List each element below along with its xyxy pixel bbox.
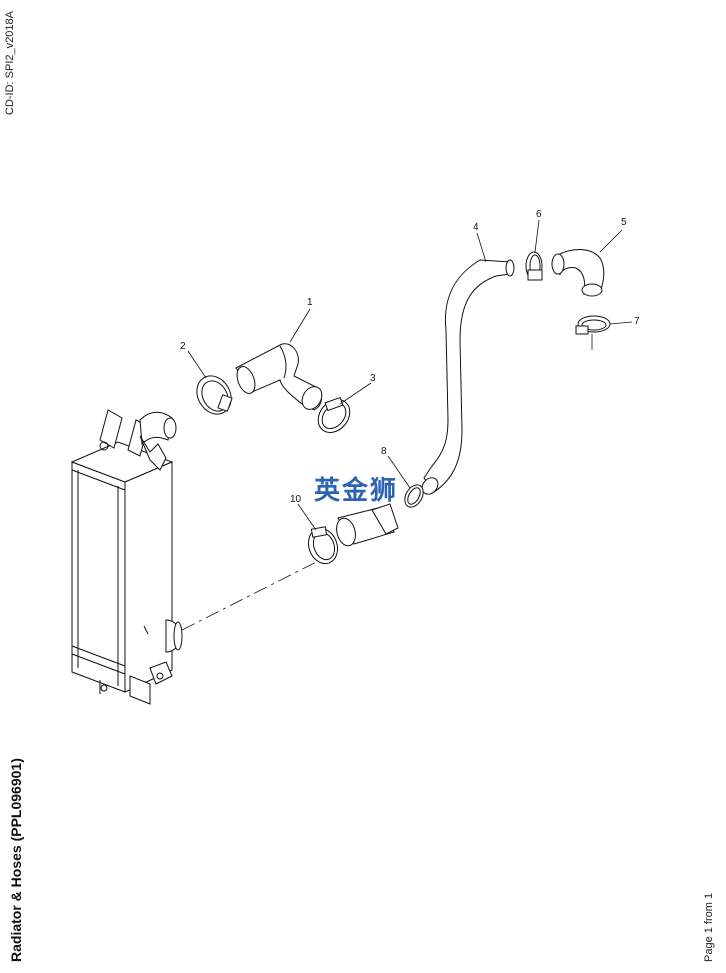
part-2-clamp [196,375,233,415]
callout-1: 1 [307,297,313,308]
part-1-elbow-hose [235,343,323,411]
callout-6: 6 [536,209,542,220]
callout-2: 2 [180,341,186,352]
page-number: Page 1 from 1 [703,892,715,962]
radiator-core [70,409,183,705]
callout-8: 8 [381,446,387,457]
watermark: 英金狮 [314,476,399,506]
part-5-short-elbow [551,249,605,297]
part-7-clamp [575,315,611,335]
page-title: Radiator & Hoses (PPL096901) [8,758,24,962]
assembly-centerline [181,551,337,631]
callout-10: 10 [290,494,302,505]
part-3-clamp [317,396,351,433]
callout-7: 7 [634,316,640,327]
straight-connector-hose [336,503,399,547]
part-8-clamp [404,484,424,508]
part-10-clamp [307,526,339,565]
callout-leaders [187,219,633,531]
part-6-clamp [525,251,543,281]
part-4-long-hose [421,259,515,495]
callout-5: 5 [621,217,627,228]
callout-4: 4 [473,222,479,233]
callout-3: 3 [370,373,376,384]
